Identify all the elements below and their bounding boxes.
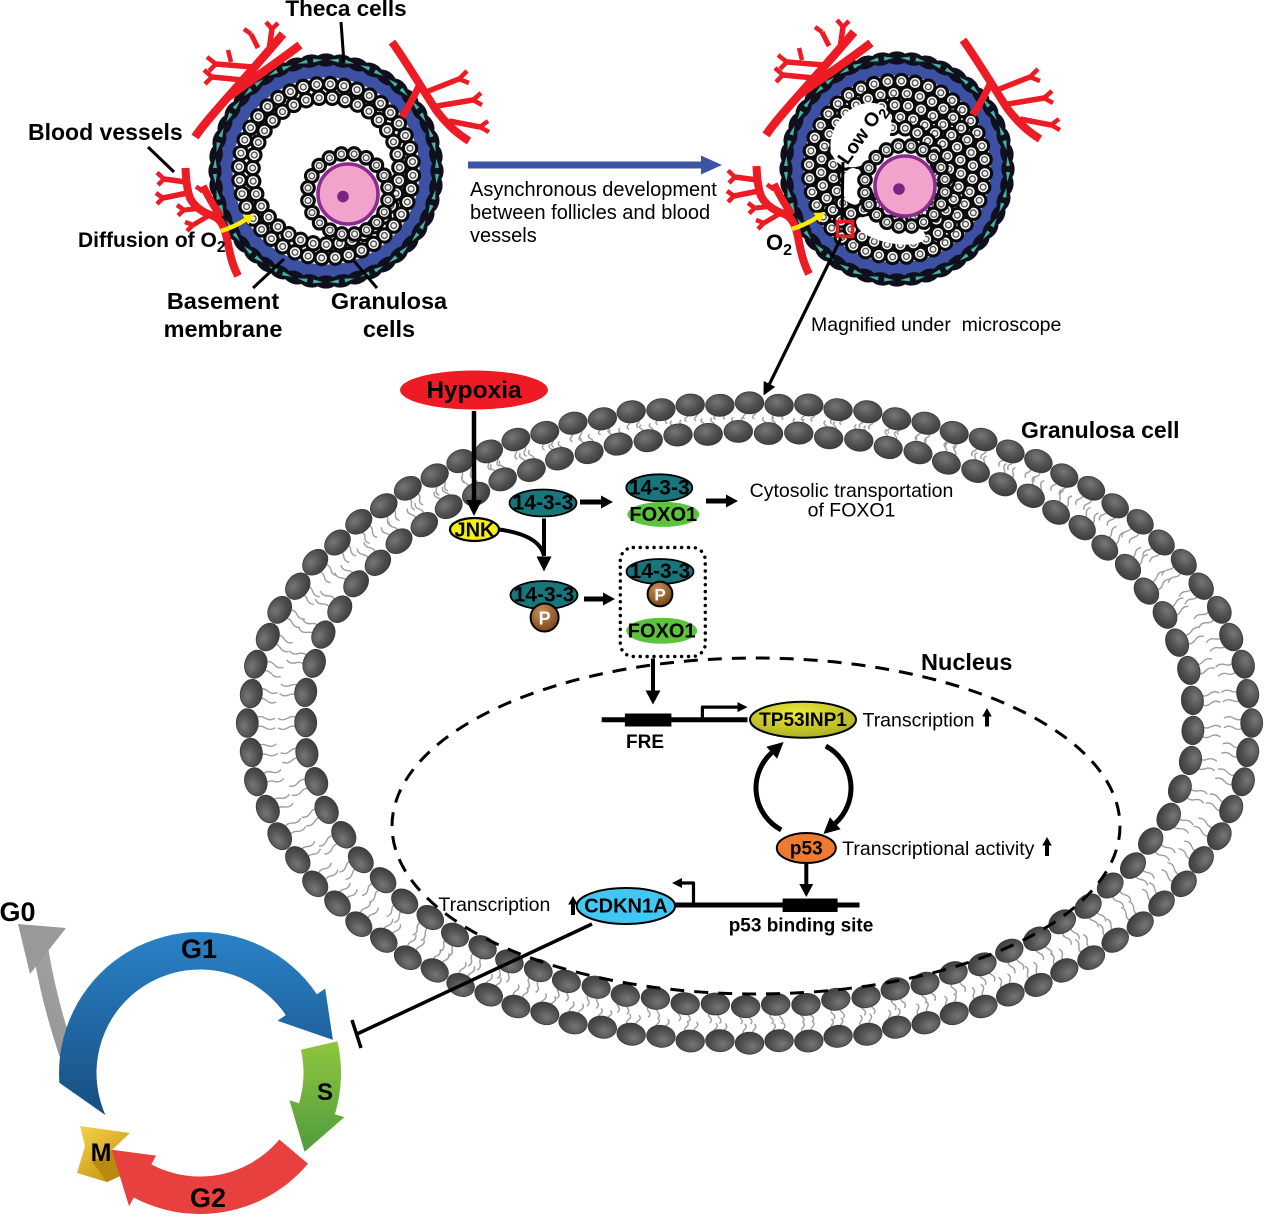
svg-text:G2: G2 bbox=[190, 1183, 226, 1213]
svg-text:S: S bbox=[317, 1079, 333, 1106]
svg-text:p53 binding site: p53 binding site bbox=[729, 916, 874, 937]
svg-text:FOXO1: FOXO1 bbox=[629, 504, 697, 526]
svg-text:P: P bbox=[654, 586, 665, 605]
svg-text:p53: p53 bbox=[790, 839, 823, 860]
svg-text:M: M bbox=[91, 1139, 112, 1167]
svg-text:14-3-3: 14-3-3 bbox=[629, 476, 690, 499]
svg-text:G0: G0 bbox=[0, 897, 36, 927]
svg-text:membrane: membrane bbox=[164, 316, 283, 342]
svg-text:Cytosolic transportation: Cytosolic transportation bbox=[750, 480, 954, 502]
svg-text:Transcriptional activity: Transcriptional activity bbox=[842, 838, 1034, 860]
svg-text:FRE: FRE bbox=[626, 732, 664, 753]
svg-text:O2: O2 bbox=[766, 230, 792, 259]
svg-text:of FOXO1: of FOXO1 bbox=[808, 500, 896, 522]
svg-text:CDKN1A: CDKN1A bbox=[584, 896, 667, 918]
svg-text:G1: G1 bbox=[181, 934, 217, 964]
svg-text:Theca cells: Theca cells bbox=[285, 0, 406, 21]
svg-text:TP53INP1: TP53INP1 bbox=[759, 710, 847, 731]
svg-text:Asynchronous development: Asynchronous development bbox=[470, 179, 717, 201]
svg-text:Diffusion of O2: Diffusion of O2 bbox=[78, 229, 225, 256]
svg-text:vessels: vessels bbox=[470, 225, 537, 247]
svg-text:JNK: JNK bbox=[454, 520, 495, 542]
svg-text:14-3-3: 14-3-3 bbox=[513, 492, 574, 515]
svg-text:P: P bbox=[539, 609, 551, 629]
svg-text:between follicles and blood: between follicles and blood bbox=[470, 202, 710, 224]
svg-text:FOXO1: FOXO1 bbox=[628, 620, 696, 642]
svg-text:Hypoxia: Hypoxia bbox=[426, 377, 522, 404]
svg-text:Granulosa cell: Granulosa cell bbox=[1021, 417, 1180, 443]
svg-text:Granulosa: Granulosa bbox=[331, 288, 448, 314]
svg-text:Nucleus: Nucleus bbox=[921, 649, 1012, 675]
svg-text:14-3-3: 14-3-3 bbox=[630, 560, 691, 583]
svg-text:Transcription: Transcription bbox=[438, 894, 550, 916]
svg-text:Transcription: Transcription bbox=[863, 710, 975, 732]
svg-text:Basement: Basement bbox=[167, 288, 279, 314]
svg-text:Magnified under microscope: Magnified under microscope bbox=[811, 314, 1061, 336]
svg-text:cells: cells bbox=[363, 316, 415, 342]
svg-text:14-3-3: 14-3-3 bbox=[514, 584, 575, 607]
svg-text:Blood vessels: Blood vessels bbox=[28, 119, 183, 145]
